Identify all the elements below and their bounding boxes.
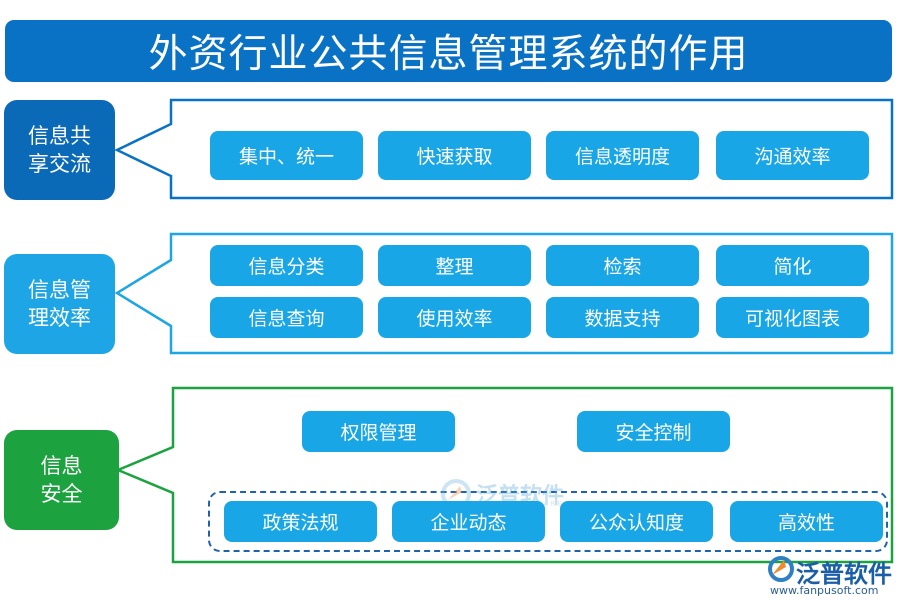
pill-simplify: 简化 xyxy=(716,245,869,286)
pill-efficiency: 高效性 xyxy=(730,501,883,542)
pill-usage-efficiency: 使用效率 xyxy=(378,297,531,338)
pill-policy: 政策法规 xyxy=(224,501,377,542)
section-3-frame xyxy=(114,386,894,564)
pill-fast-access: 快速获取 xyxy=(378,131,531,180)
page-title: 外资行业公共信息管理系统的作用 xyxy=(5,20,892,82)
pill-security-control: 安全控制 xyxy=(577,411,730,452)
pill-search: 检索 xyxy=(546,245,699,286)
section-label-sharing: 信息共 享交流 xyxy=(4,100,115,200)
section-2-frame xyxy=(114,232,894,355)
pill-enterprise-news: 企业动态 xyxy=(392,501,545,542)
pill-charts: 可视化图表 xyxy=(716,297,869,338)
pill-query: 信息查询 xyxy=(210,297,363,338)
fanpu-corner-logo-icon xyxy=(768,556,794,582)
pill-data-support: 数据支持 xyxy=(546,297,699,338)
pill-transparency: 信息透明度 xyxy=(546,131,699,180)
pill-communication: 沟通效率 xyxy=(716,131,869,180)
section-1-frame xyxy=(114,98,894,200)
dashed-group xyxy=(208,491,888,552)
pill-classification: 信息分类 xyxy=(210,245,363,286)
pill-public-awareness: 公众认知度 xyxy=(560,501,713,542)
section-label-security: 信息 安全 xyxy=(4,430,119,530)
pill-permissions: 权限管理 xyxy=(302,411,455,452)
pill-centralized: 集中、统一 xyxy=(210,131,363,180)
pill-organize: 整理 xyxy=(378,245,531,286)
section-label-management: 信息管 理效率 xyxy=(4,254,115,354)
